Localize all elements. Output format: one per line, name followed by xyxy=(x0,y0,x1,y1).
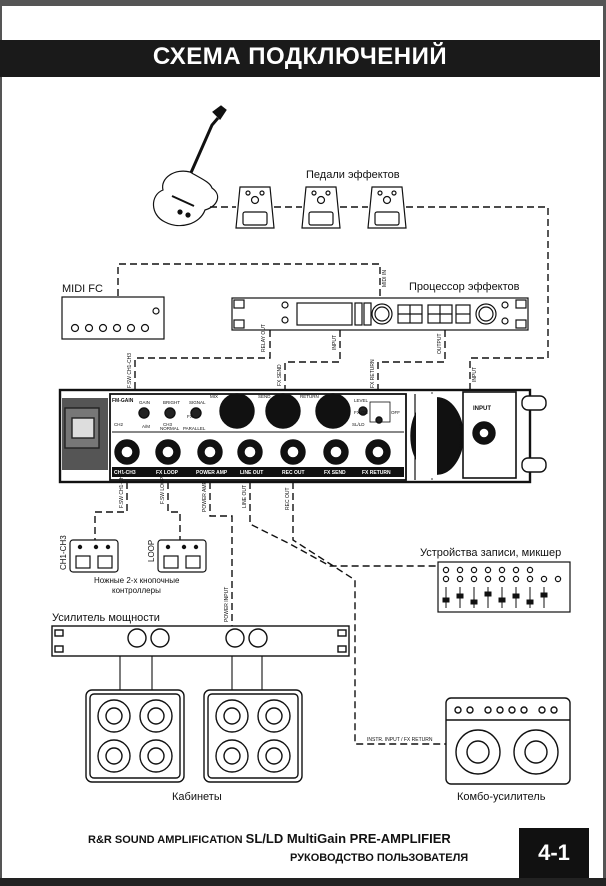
panel-jack-label-ch: CH1-CH3 xyxy=(114,470,136,476)
fx-processor-device xyxy=(231,297,529,331)
cable-label-fx-output: OUTPUT xyxy=(437,333,443,354)
panel-knob-label-level: LEVEL xyxy=(354,398,369,403)
cable-label-fsw-loop: F.SW LOOP xyxy=(160,476,166,504)
footer-manual-title: РУКОВОДСТВО ПОЛЬЗОВАТЕЛЯ xyxy=(290,852,469,864)
cable-label-fsw-ch: F.SW CH1-CH3 xyxy=(127,353,133,388)
fx-processor-label: Процессор эффектов xyxy=(409,281,520,293)
panel-knob-label-normal: NORMAL xyxy=(160,426,180,431)
pedals-label: Педали эффектов xyxy=(306,169,400,181)
midi-fc-label: MIDI FC xyxy=(62,283,103,295)
panel-jack-label-fx-send: FX SEND xyxy=(324,470,346,476)
footer-product-line: R&R SOUND AMPLIFICATION SL/LD MultiGain … xyxy=(88,831,451,846)
page-title: СХЕМА ПОДКЛЮЧЕНИЙ xyxy=(152,43,448,70)
cable-label-relay-out: RELAY OUT xyxy=(261,324,267,352)
panel-jack-label-power-amp: POWER AMP xyxy=(196,470,228,476)
panel-knob-label-bright: BRIGHT xyxy=(163,400,180,405)
page-border-left xyxy=(0,0,2,886)
mixer-device xyxy=(437,561,571,613)
panel-knob-label-off: OFF xyxy=(391,410,400,415)
foot-controllers-caption-1: Ножные 2-х кнопочные xyxy=(94,576,180,585)
footswitch-ch-icon xyxy=(69,539,119,573)
combo-label: Комбо-усилитель xyxy=(457,791,546,803)
page-border-top xyxy=(0,0,606,6)
preamp-panel xyxy=(58,388,547,484)
footer-product: SL/LD MultiGain PRE-AMPLIFIER xyxy=(245,831,451,846)
footswitch-ch-label: CH1-CH3 xyxy=(59,535,68,570)
footswitch-loop-icon xyxy=(157,539,207,573)
pedal-2-icon xyxy=(301,186,341,229)
panel-knob-label-fx: FX xyxy=(187,414,193,419)
speaker-cables xyxy=(119,656,263,692)
combo-amp-icon xyxy=(445,697,571,785)
cable-label-input: INPUT xyxy=(472,367,478,382)
instr-return-label: INSTR. INPUT / FX RETURN xyxy=(367,737,433,743)
cabinet-1-icon xyxy=(85,689,185,783)
foot-controllers-caption-2: контроллеры xyxy=(112,586,161,595)
cable-label-fx-return: FX RETURN xyxy=(370,359,376,388)
cable-label-line-out: LINE OUT xyxy=(242,485,248,508)
page-number: 4-1 xyxy=(519,828,589,878)
cables-top xyxy=(117,206,549,392)
cable-label-power-amp: POWER AMP xyxy=(202,480,208,512)
panel-knob-label-ch3: CH3 xyxy=(163,422,172,427)
power-input-label: POWER INPUT xyxy=(224,587,230,622)
footer-brand: R&R SOUND AMPLIFICATION xyxy=(88,834,246,846)
panel-knob-label-return: RETURN xyxy=(300,394,319,399)
guitar-icon xyxy=(152,105,227,227)
cable-label-rec-out: REC OUT xyxy=(285,488,291,511)
panel-knob-label-sl-ld: SL/LD xyxy=(352,422,365,427)
panel-knob-label-gain: GAIN xyxy=(139,400,150,405)
power-amp-label: Усилитель мощности xyxy=(52,612,160,624)
panel-jack-label-line-out: LINE OUT xyxy=(240,470,263,476)
cable-label-fx-send: FX SEND xyxy=(277,364,283,386)
page-border-right xyxy=(603,0,606,886)
panel-knob-label-fx-on: FX ON xyxy=(354,410,368,415)
title-bar xyxy=(0,40,600,77)
panel-input-label: INPUT xyxy=(473,406,491,412)
panel-knob-label-signal: SIGNAL xyxy=(189,400,206,405)
panel-knob-label-send: SEND xyxy=(258,394,271,399)
panel-knob-label-ch2: CH2 xyxy=(114,422,123,427)
cabinet-2-icon xyxy=(203,689,303,783)
cable-label-fx-input: INPUT xyxy=(332,335,338,350)
midi-fc-device xyxy=(61,296,165,340)
cables-lower xyxy=(94,482,450,745)
recording-label: Устройства записи, микшер xyxy=(420,547,561,559)
panel-knob-label-am: A/M xyxy=(142,424,150,429)
cable-label-midi-in: MIDI IN xyxy=(382,270,388,287)
power-amp-device xyxy=(51,625,350,657)
footswitch-loop-label: LOOP xyxy=(147,540,156,562)
panel-jack-label-fx-return: FX RETURN xyxy=(362,470,391,476)
pedal-1-icon xyxy=(235,186,275,229)
page-border-bottom xyxy=(0,878,606,886)
pedal-3-icon xyxy=(367,186,407,229)
panel-knob-label-mix: MIX xyxy=(210,394,218,399)
panel-jack-label-rec-out: REC OUT xyxy=(282,470,305,476)
cable-label-fsw-ch-lower: F.SW CH1-CH3 xyxy=(119,473,125,508)
panel-jack-label-fx-loop: FX LOOP xyxy=(156,470,179,476)
cabinets-label: Кабинеты xyxy=(172,791,222,803)
panel-knob-label-parallel: PARALLEL xyxy=(183,426,206,431)
cables-processor xyxy=(134,330,446,392)
panel-brand: FM-GAIN xyxy=(112,398,134,404)
